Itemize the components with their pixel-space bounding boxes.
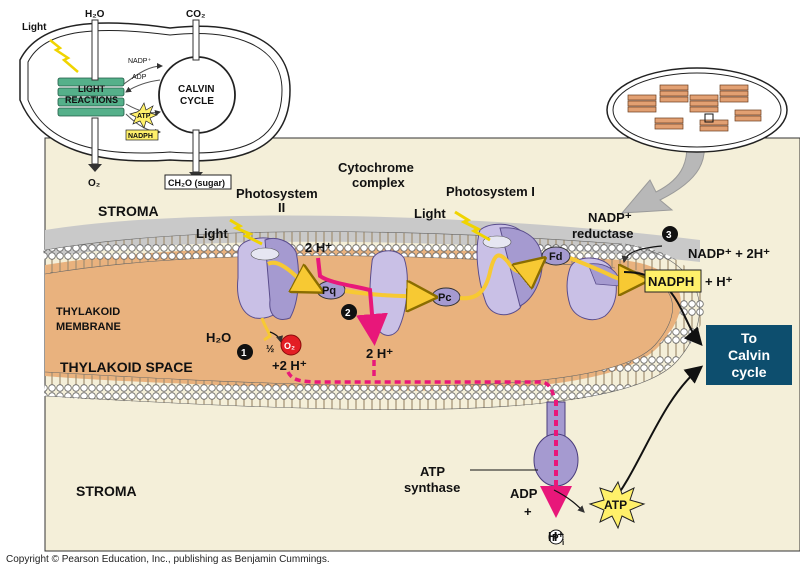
two-h-inner-label: 2 H⁺ (366, 346, 393, 361)
overview-inset (19, 19, 291, 180)
two-h-top-label: 2 H⁺ (305, 240, 332, 255)
photosystem2-label-line2: II (278, 200, 285, 215)
electron-flow (260, 253, 642, 342)
plus-label: + (524, 504, 532, 519)
copyright-notice: Copyright © Pearson Education, Inc., pub… (6, 554, 330, 565)
nadph-to-calvin-arrow (623, 271, 703, 347)
pi-label: P (552, 533, 559, 544)
light-label-right: Light (414, 206, 446, 221)
thylakoid-membrane-label-line1: THYLAKOID (56, 306, 120, 318)
plus-two-h-label: +2 H⁺ (272, 358, 307, 373)
nadp-reductase-label-line1: NADP⁺ (588, 210, 632, 225)
inset-h2o-label: H₂O (85, 9, 105, 20)
inset-light-reactions-line1: LIGHT (78, 84, 105, 94)
zoom-arrow (620, 129, 706, 214)
half-label: ½ (266, 344, 274, 355)
inset-atp-label: ATP (137, 113, 151, 120)
inset-nadph-label: NADPH (128, 133, 153, 140)
to-calvin-line3: cycle (731, 363, 767, 380)
atp-synthase-label-line2: synthase (404, 480, 460, 495)
pc-label: Pc (438, 292, 451, 304)
step-1-badge (237, 344, 253, 360)
oxygen-molecule-icon (280, 334, 302, 356)
h2o-label: H₂O (206, 330, 231, 345)
light-label-left: Light (196, 226, 228, 241)
cytochrome-label-line1: Cytochrome (338, 160, 414, 175)
inset-calvin-line2: CYCLE (180, 96, 214, 107)
step-2-label: 2 (345, 308, 351, 319)
h-plus-bottom: H⁺ (548, 529, 564, 544)
atp-label: ATP (604, 498, 627, 512)
plus-h-label: + H⁺ (705, 274, 733, 289)
stroma-top-label: STROMA (98, 203, 159, 219)
fd-label: Fd (549, 251, 562, 263)
nadph-label: NADPH (648, 274, 694, 289)
light-bolt-icon (454, 210, 491, 242)
inset-o2-label: O₂ (88, 178, 100, 189)
atp-synthase-label-line1: ATP (420, 464, 445, 479)
inset-light-bolt-icon (49, 39, 79, 73)
thylakoid-membrane (43, 231, 705, 410)
step-1-label: 1 (241, 348, 247, 359)
cytochrome-label-line2: complex (352, 175, 406, 190)
photosystem2-label-line1: Photosystem (236, 186, 318, 201)
to-calvin-cycle-box: To Calvin cycle (706, 325, 792, 385)
to-calvin-line1: To (740, 329, 758, 346)
adp-label: ADP (510, 486, 538, 501)
nadp-input-arrow (621, 245, 663, 264)
thylakoid-space-label: THYLAKOID SPACE (60, 359, 193, 375)
to-calvin-line2: Calvin (727, 346, 770, 363)
inset-co2-label: CO₂ (186, 9, 205, 20)
nadph-box (644, 269, 702, 293)
inset-calvin-line1: CALVIN (178, 84, 214, 95)
light-bolt-icon (229, 218, 263, 246)
step-2-badge (341, 304, 357, 320)
inset-light-label: Light (22, 22, 47, 33)
inset-atp-star-icon (129, 102, 159, 129)
nadp-plus-2h-label: NADP⁺ + 2H⁺ (688, 246, 770, 261)
nadp-reductase-label-line2: reductase (572, 226, 633, 241)
inset-nadph-box (125, 129, 159, 141)
inset-light-reactions-line2: REACTIONS (65, 95, 118, 105)
photosystem-ii (237, 237, 299, 320)
o2-label: O₂ (284, 341, 295, 351)
inset-nadp-label: NADP⁺ (128, 58, 151, 65)
pi-circle (548, 529, 564, 545)
step-3-label: 3 (666, 230, 672, 241)
pq-label: Pq (322, 285, 336, 297)
inset-adp-label: ADP (132, 74, 147, 81)
photosystem1-label: Photosystem I (446, 184, 535, 199)
chloroplast-thumbnail (606, 67, 788, 153)
pi-sub-label: i (562, 538, 564, 547)
inset-sugar-label: CH₂O (sugar) (168, 178, 225, 188)
thylakoid-membrane-label-line2: MEMBRANE (56, 321, 121, 333)
stroma-bottom-label: STROMA (76, 483, 137, 499)
atp-star-icon (588, 480, 646, 530)
step-3-badge (662, 226, 678, 242)
